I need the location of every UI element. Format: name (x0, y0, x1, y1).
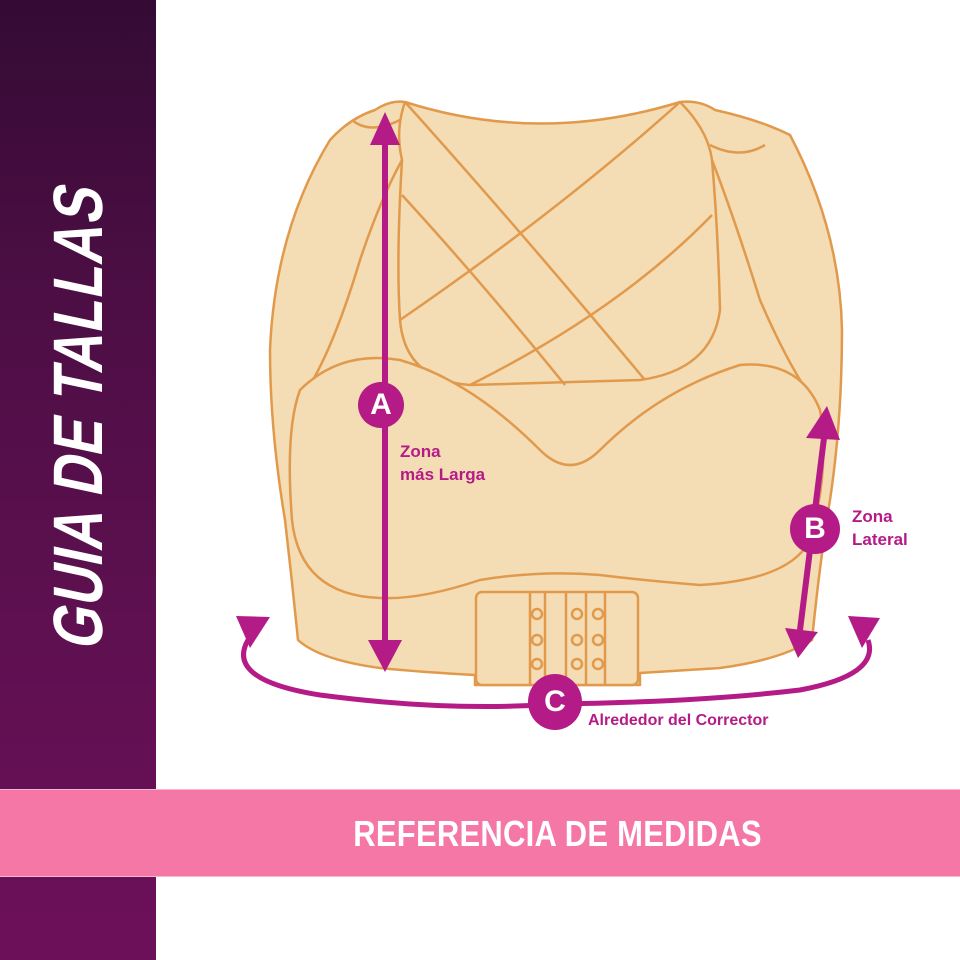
label-a: Zona más Larga (400, 440, 485, 486)
label-a-line1: Zona (400, 442, 441, 461)
label-b-line2: Lateral (852, 530, 908, 549)
badge-c: C (528, 674, 582, 730)
hook-eyes (530, 607, 605, 671)
label-b-line1: Zona (852, 507, 893, 526)
garment-illustration (268, 100, 844, 687)
badge-b: B (790, 504, 840, 554)
bottom-banner: REFERENCIA DE MEDIDAS (0, 789, 960, 877)
label-a-line2: más Larga (400, 465, 486, 484)
label-b: Zona Lateral (852, 505, 908, 551)
banner-title: REFERENCIA DE MEDIDAS (353, 813, 763, 854)
label-c: Alrededor del Corrector (588, 712, 769, 729)
badge-a: A (358, 382, 404, 428)
